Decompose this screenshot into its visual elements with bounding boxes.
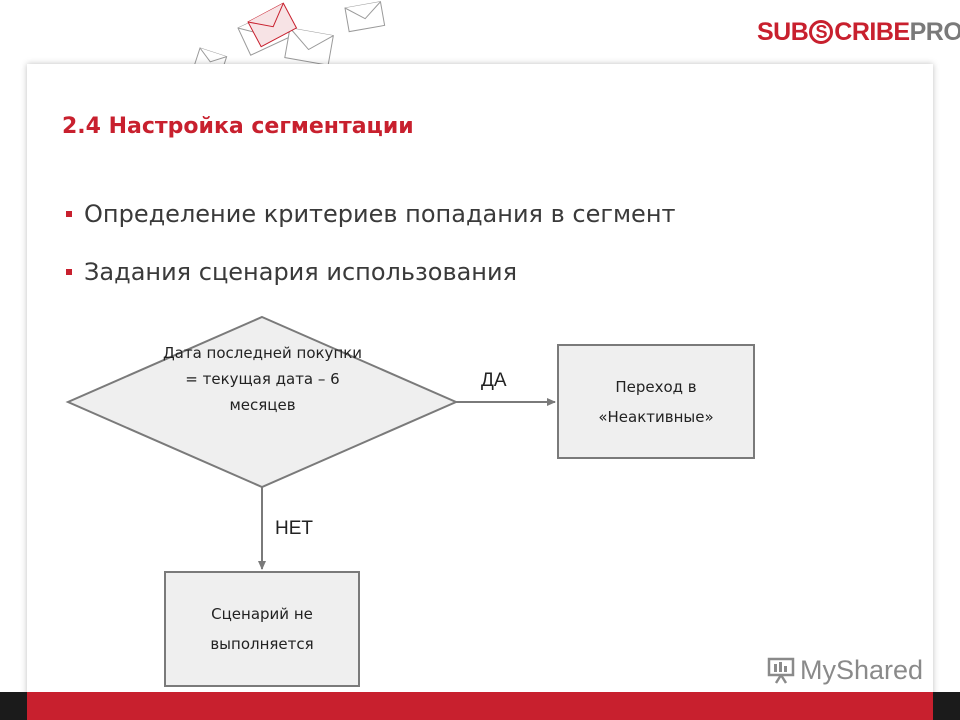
bullet-text: Определение критериев попадания в сегмен… <box>84 200 676 228</box>
bullet-item: Задания сценария использования <box>66 258 517 286</box>
bottom-bar-right-edge <box>933 692 960 720</box>
bullet-item: Определение критериев попадания в сегмен… <box>66 200 676 228</box>
logo-text-pro: PRO <box>909 18 960 46</box>
scenario-not-run-text: Сценарий не выполняется <box>210 605 314 653</box>
decision-label: Дата последней покупки = текущая дата – … <box>162 344 363 414</box>
watermark-text: MyShared <box>800 655 924 685</box>
yes-label: ДА <box>481 370 507 391</box>
bullet-marker-icon <box>66 269 72 275</box>
bottom-accent-bar <box>27 692 933 720</box>
logo-s-circle: S <box>809 20 834 44</box>
scenario-not-run-box: Сценарий не выполняется <box>164 571 360 687</box>
presentation-board-icon <box>767 657 795 684</box>
logo-text-sub: SUB <box>757 18 809 46</box>
myshared-watermark: MyShared <box>766 655 923 686</box>
bullet-marker-icon <box>66 211 72 217</box>
inactive-transition-text: Переход в «Неактивные» <box>598 377 714 426</box>
bottom-bar-left-edge <box>0 692 27 720</box>
logo-text-cribe: CRIBE <box>834 18 910 46</box>
slide-title: 2.4 Настройка сегментации <box>62 114 414 139</box>
no-label: НЕТ <box>275 518 313 539</box>
bullet-text: Задания сценария использования <box>84 258 518 286</box>
inactive-transition-box: Переход в «Неактивные» <box>557 344 755 459</box>
